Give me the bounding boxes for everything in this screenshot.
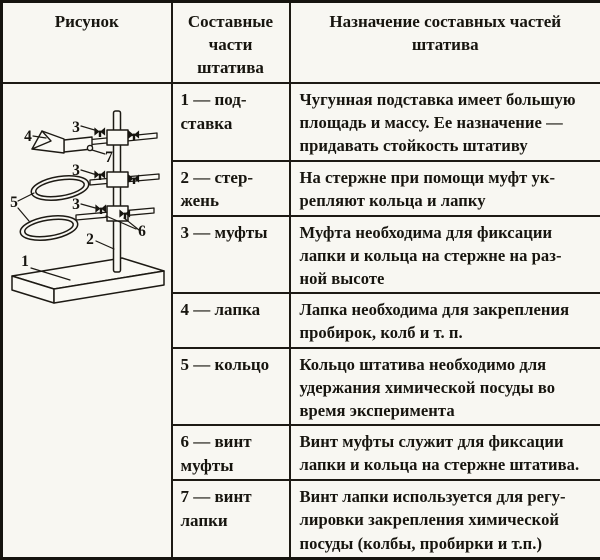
part-cell: 7 — винт лапки xyxy=(172,480,290,558)
header-figure: Рисунок xyxy=(2,2,172,84)
part-cell: 5 — кольцо xyxy=(172,348,290,426)
figure-cell: 3 4 7 3 5 3 6 2 1 xyxy=(2,83,172,558)
part-cell: 6 — винт муфты xyxy=(172,425,290,480)
figure-label-3c: 3 xyxy=(72,196,80,213)
header-purpose: Назначение составных частей штатива xyxy=(290,2,600,84)
purpose-cell: Кольцо штатива необходимо для удержания … xyxy=(290,348,600,426)
purpose-cell: Муфта необходима для фиксации лапки и ко… xyxy=(290,216,600,294)
table-row: 3 4 7 3 5 3 6 2 1 1 — под- ставка Чугунн… xyxy=(2,83,600,161)
figure-label-7: 7 xyxy=(105,149,113,166)
stand-muffs xyxy=(107,130,128,221)
figure-label-1: 1 xyxy=(21,253,29,270)
stand-clamp xyxy=(32,131,93,153)
part-cell: 1 — под- ставка xyxy=(172,83,290,161)
stand-base xyxy=(12,258,164,303)
purpose-cell: Лапка необходима для закрепления пробиро… xyxy=(290,293,600,347)
figure-label-3a: 3 xyxy=(72,119,80,136)
figure-label-3b: 3 xyxy=(72,162,80,179)
part-cell: 4 — лапка xyxy=(172,293,290,347)
part-cell: 3 — муфты xyxy=(172,216,290,294)
figure-label-5: 5 xyxy=(10,194,18,211)
figure-label-6: 6 xyxy=(138,223,146,240)
purpose-cell: Винт муфты служит для фиксации лапки и к… xyxy=(290,425,600,480)
purpose-cell: Чугунная подставка имеет большую площадь… xyxy=(290,83,600,161)
purpose-cell: На стержне при помощи муфт ук- репляют к… xyxy=(290,161,600,216)
stand-figure: 3 4 7 3 5 3 6 2 1 xyxy=(4,104,168,312)
purpose-cell: Винт лапки используется для регу- лировк… xyxy=(290,480,600,558)
figure-label-4: 4 xyxy=(24,128,32,145)
part-cell: 2 — стер- жень xyxy=(172,161,290,216)
header-row: Рисунок Составные части штатива Назначен… xyxy=(2,2,600,84)
header-parts: Составные части штатива xyxy=(172,2,290,84)
figure-label-2: 2 xyxy=(86,231,94,248)
